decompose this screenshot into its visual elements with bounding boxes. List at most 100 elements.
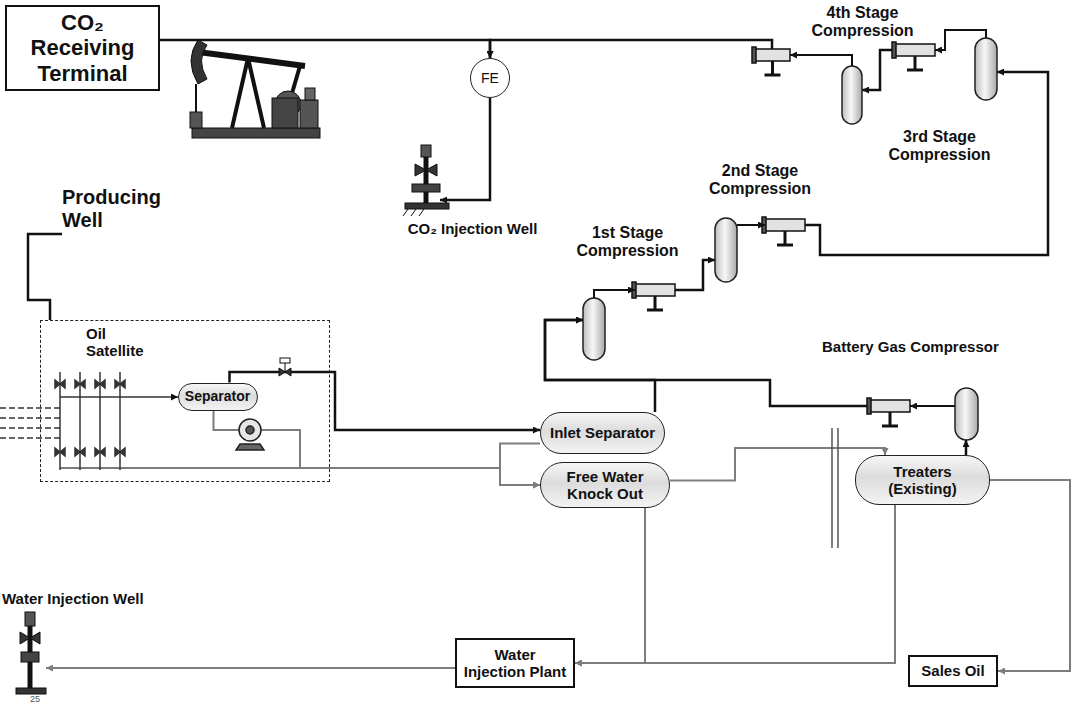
pipe-connector — [575, 508, 645, 663]
manifold-riser — [59, 372, 61, 470]
manifold-valve — [95, 448, 105, 456]
pump-jack — [198, 52, 305, 66]
node-label: 4th Stage Compression — [805, 4, 920, 41]
interstage-pipe — [910, 405, 955, 407]
node-label: Free Water Knock Out — [549, 468, 661, 503]
manifold-riser — [119, 372, 121, 470]
node-label: 3rd Stage Compression — [867, 128, 1012, 165]
separator-vessel: Inlet Separator — [540, 412, 665, 454]
compressor-symbol — [632, 282, 675, 310]
manifold-valve — [55, 380, 65, 388]
pipe-connector — [862, 50, 895, 90]
compressor-symbol — [635, 284, 675, 296]
scrubber-vessel — [975, 38, 997, 100]
pipe-connector — [490, 40, 772, 58]
water-wellhead — [16, 688, 46, 694]
node-label: Producing Well — [62, 186, 190, 232]
co2-wellhead — [411, 209, 416, 216]
pipe-connector — [214, 411, 541, 486]
sales-box: Sales Oil — [908, 655, 998, 687]
flowline-inlet — [0, 437, 60, 439]
knockout-vessel: Free Water Knock Out — [540, 462, 670, 508]
gauge-valve — [279, 358, 291, 376]
injection-well: Water Injection Well — [2, 590, 192, 705]
water-wellhead — [20, 632, 40, 644]
separator-vessel: Separator — [178, 383, 258, 411]
compressor-symbol — [771, 61, 774, 75]
flowline-inlet — [0, 427, 60, 429]
compressor-symbol — [870, 400, 910, 412]
compressor-symbol — [914, 56, 917, 70]
compressor-symbol — [654, 296, 657, 310]
node-label: Oil Satellite — [86, 325, 164, 360]
pump-jack — [300, 100, 318, 128]
node-label: 2nd Stage Compression — [705, 162, 815, 199]
flowline-inlet — [0, 407, 60, 409]
scrubber-vessel — [842, 66, 862, 124]
interstage-pipe — [935, 30, 986, 50]
pipe-connector — [28, 234, 62, 320]
compressor-symbol — [907, 69, 923, 72]
co2-wellhead — [415, 164, 437, 176]
scrubber-vessel — [955, 388, 978, 440]
manifold-riser — [99, 372, 101, 470]
co2-wellhead — [419, 209, 424, 216]
compressor-stage: 4th Stage Compression — [745, 2, 920, 130]
gauge-valve — [280, 358, 290, 363]
compressor-symbol — [762, 217, 805, 245]
co2-wellhead — [405, 203, 449, 209]
co2-wellhead — [403, 209, 408, 216]
interstage-pipe — [594, 290, 635, 298]
compressor-symbol — [755, 49, 790, 61]
pump-jack — [272, 98, 298, 128]
compressor-symbol — [895, 44, 935, 56]
injection-well: CO₂ Injection Well — [385, 140, 560, 242]
pipe-break-marks — [831, 428, 833, 548]
node-label: Water Injection Well — [2, 590, 192, 607]
node-label: CO₂ Receiving Terminal — [12, 10, 153, 86]
node-label: Inlet Separator — [550, 424, 655, 441]
node-label: FE — [481, 70, 499, 86]
flow-element-circle: FE — [470, 58, 510, 98]
node-label: CO₂ Injection Well — [385, 220, 560, 237]
pump-jack — [191, 40, 207, 84]
water-wellhead — [25, 612, 35, 626]
scrubber-vessel — [715, 218, 737, 282]
transfer-pump — [236, 444, 264, 450]
satellite-manifold — [60, 396, 178, 398]
pump-jack — [232, 58, 264, 128]
pipe-connector — [670, 448, 885, 480]
well-label: Producing Well — [62, 186, 190, 242]
compressor-symbol — [777, 244, 793, 247]
pipe-connector — [230, 372, 541, 430]
pump-jack — [305, 88, 315, 100]
node-label: Sales Oil — [921, 662, 984, 679]
water-wellhead — [21, 652, 39, 662]
node-label: Water Injection Plant — [462, 646, 568, 681]
manifold-valve — [115, 448, 125, 456]
compressor-symbol — [784, 231, 787, 245]
node-label: 1st Stage Compression — [565, 224, 690, 261]
pipe-break-marks — [837, 428, 839, 548]
pipe-connector — [990, 480, 1070, 671]
compressor-symbol — [647, 309, 663, 312]
node-label: Battery Gas Compressor — [822, 338, 1005, 355]
plant-box: Water Injection Plant — [455, 638, 575, 688]
co2-wellhead — [403, 145, 449, 216]
water-wellhead — [16, 612, 46, 694]
compressor-stage: 1st Stage Compression — [560, 222, 700, 367]
pipe-connector — [965, 440, 968, 455]
transfer-pump — [246, 426, 254, 434]
pump-jack — [192, 128, 320, 138]
co2-wellhead — [421, 145, 431, 157]
compressor-stage: 3rd Stage Compression — [862, 28, 1048, 176]
pump-jack — [190, 112, 202, 128]
satellite-manifold — [60, 467, 300, 469]
node-label: Treaters (Existing) — [864, 463, 981, 498]
pipe-connector — [575, 505, 895, 663]
manifold-valve — [115, 380, 125, 388]
pipe-connector — [675, 260, 715, 290]
treater-vessel: Treaters (Existing) — [855, 455, 990, 505]
manifold-riser — [79, 372, 81, 470]
